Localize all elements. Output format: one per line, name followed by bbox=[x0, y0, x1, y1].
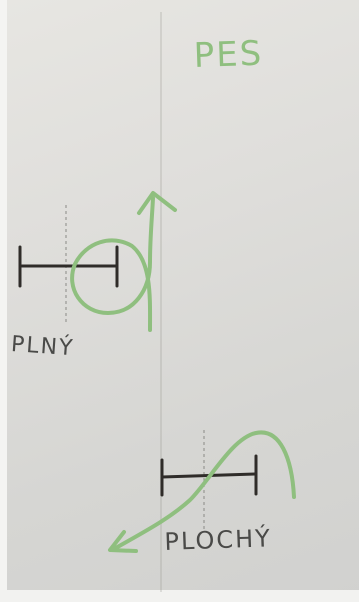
diagram-1-dimension-bar bbox=[18, 245, 119, 288]
paper-fold-line bbox=[160, 12, 162, 592]
diagram-2-s-curve-path bbox=[112, 430, 296, 551]
arrow-up-icon bbox=[137, 191, 177, 215]
arrow-down-left-icon bbox=[108, 530, 138, 553]
paper-left-margin bbox=[0, 0, 7, 602]
diagram-1-loop-arrow-path bbox=[70, 196, 155, 332]
paper-bottom-margin bbox=[0, 590, 359, 602]
diagram-2-label: PLOCHÝ bbox=[164, 524, 273, 556]
diagram-1-label: PLNÝ bbox=[10, 332, 76, 362]
diagram-flat-stroke bbox=[108, 430, 296, 553]
diagram-full-stroke bbox=[18, 191, 177, 332]
